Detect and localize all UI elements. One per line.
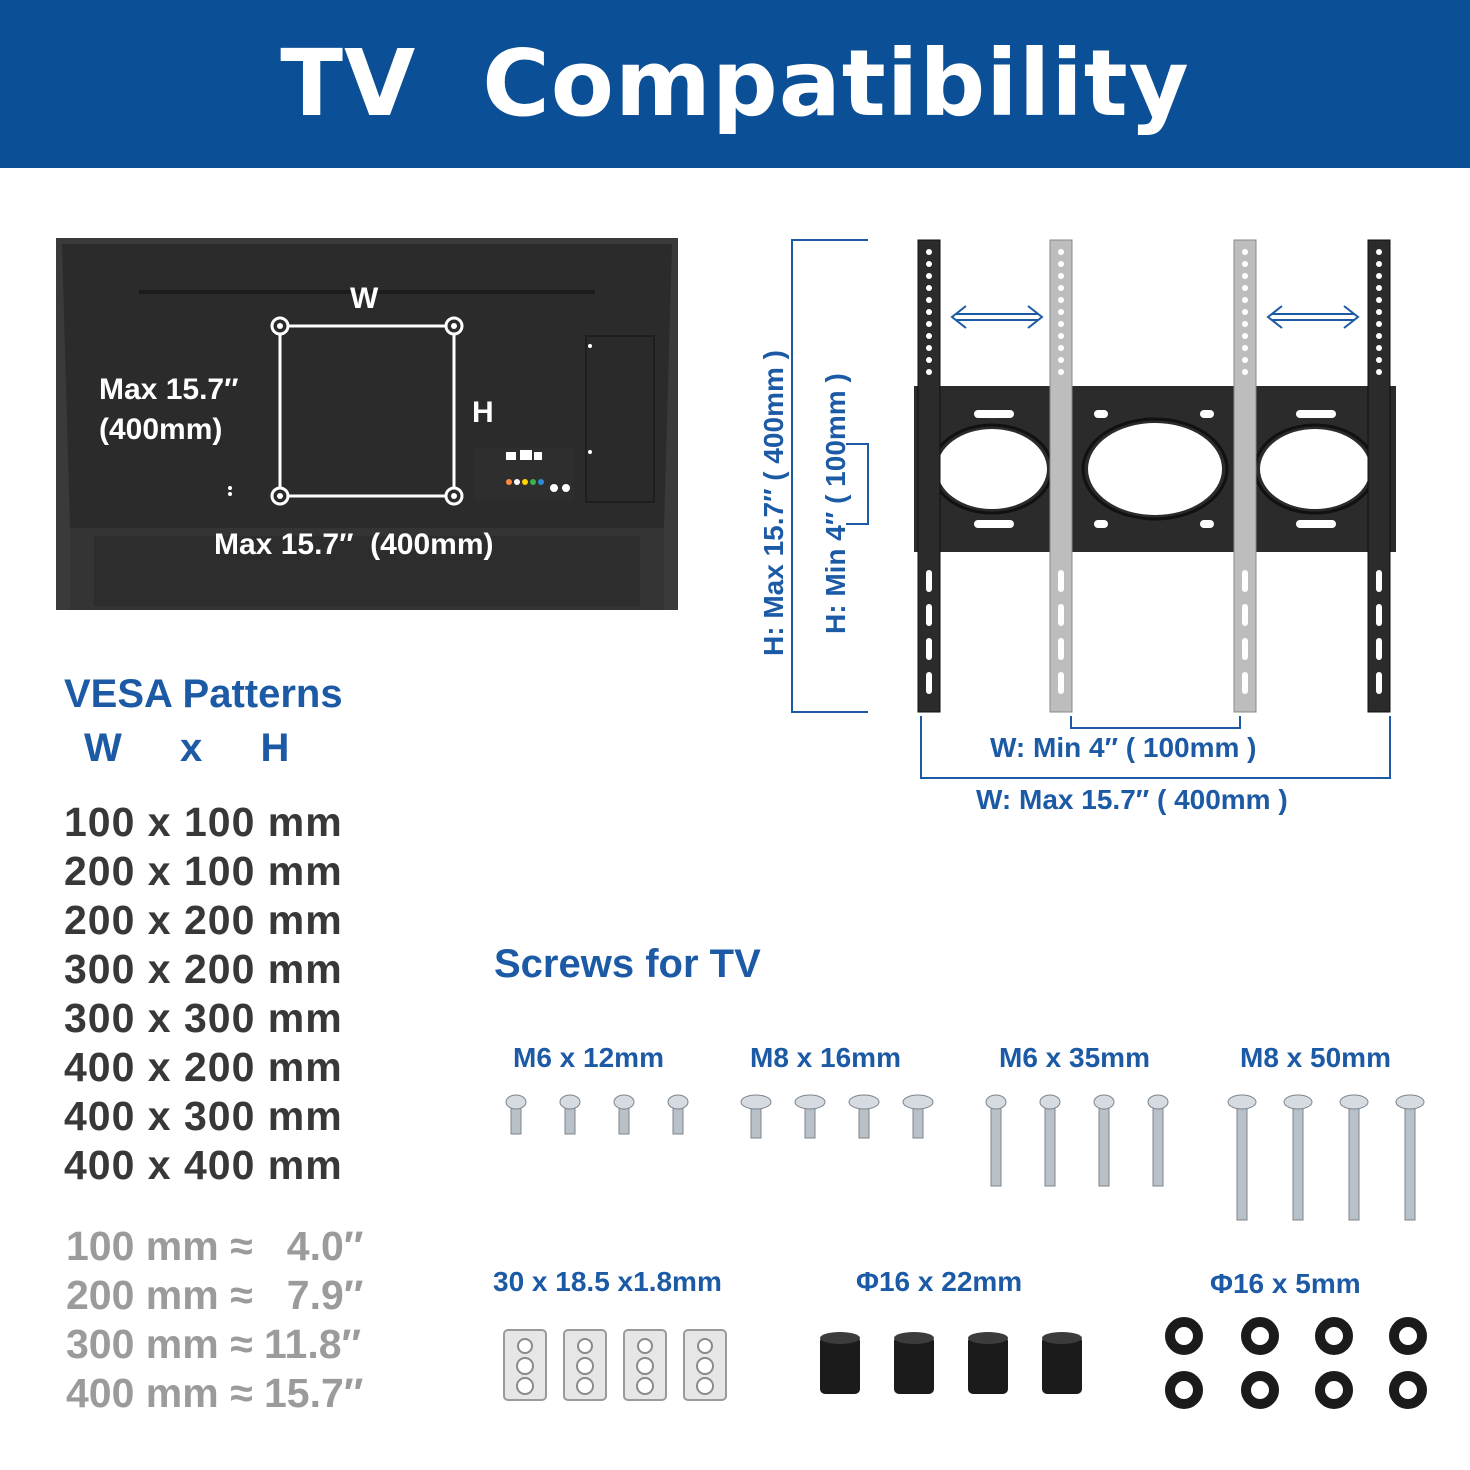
vesa-pattern-item: 400 x 300 mm xyxy=(64,1093,343,1139)
height-max-dimension: H: Max 15.7″ ( 400mm ) xyxy=(758,350,789,656)
vesa-pattern-list: 100 x 100 mm 200 x 100 mm 200 x 200 mm 3… xyxy=(64,798,343,1190)
vesa-pattern-item: 400 x 400 mm xyxy=(64,1142,343,1188)
tv-back-illustration xyxy=(56,238,678,610)
unit-conversion-list: 100 mm ≈ 4.0″ 200 mm ≈ 7.9″ 300 mm ≈ 11.… xyxy=(66,1222,363,1418)
vesa-heading: VESA Patterns xyxy=(64,672,343,716)
spacer-plate-label: 30 x 18.5 x1.8mm xyxy=(493,1266,722,1297)
vesa-subheading: W x H xyxy=(84,726,290,770)
width-max-dimension: W: Max 15.7″ ( 400mm ) xyxy=(976,784,1288,815)
accessories-illustration xyxy=(503,1317,1427,1409)
height-min-dimension: H: Min 4″ ( 100mm ) xyxy=(820,373,851,634)
vesa-pattern-item: 300 x 300 mm xyxy=(64,995,343,1041)
conversion-item: 200 mm ≈ 7.9″ xyxy=(66,1272,364,1318)
tv-height-label: H xyxy=(472,396,494,429)
bolts-illustration xyxy=(505,1094,1425,1221)
vesa-pattern-item: 400 x 200 mm xyxy=(64,1044,343,1090)
bolt-label: M6 x 12mm xyxy=(513,1042,664,1073)
spacer-label: Φ16 x 22mm xyxy=(856,1266,1023,1297)
page-title: TV Compatibility xyxy=(280,30,1190,137)
tv-width-label: W xyxy=(350,282,379,315)
bolt-label: M6 x 35mm xyxy=(999,1042,1150,1073)
washer-label: Φ16 x 5mm xyxy=(1210,1268,1361,1299)
vesa-pattern-item: 300 x 200 mm xyxy=(64,946,343,992)
header-banner xyxy=(0,0,1470,168)
conversion-item: 100 mm ≈ 4.0″ xyxy=(66,1223,364,1269)
conversion-item: 400 mm ≈ 15.7″ xyxy=(66,1370,364,1416)
vesa-pattern-item: 200 x 100 mm xyxy=(64,848,343,894)
vesa-pattern-item: 100 x 100 mm xyxy=(64,799,343,845)
tv-left-dimension: Max 15.7″ (400mm) xyxy=(99,373,239,446)
tv-bottom-dimension: Max 15.7″ (400mm) xyxy=(214,528,494,561)
screws-heading: Screws for TV xyxy=(494,942,761,986)
width-min-dimension: W: Min 4″ ( 100mm ) xyxy=(990,732,1257,763)
conversion-item: 300 mm ≈ 11.8″ xyxy=(66,1321,362,1367)
bolt-label: M8 x 50mm xyxy=(1240,1042,1391,1073)
bolt-label: M8 x 16mm xyxy=(750,1042,901,1073)
vesa-pattern-item: 200 x 200 mm xyxy=(64,897,343,943)
bracket-diagram xyxy=(791,239,1396,779)
